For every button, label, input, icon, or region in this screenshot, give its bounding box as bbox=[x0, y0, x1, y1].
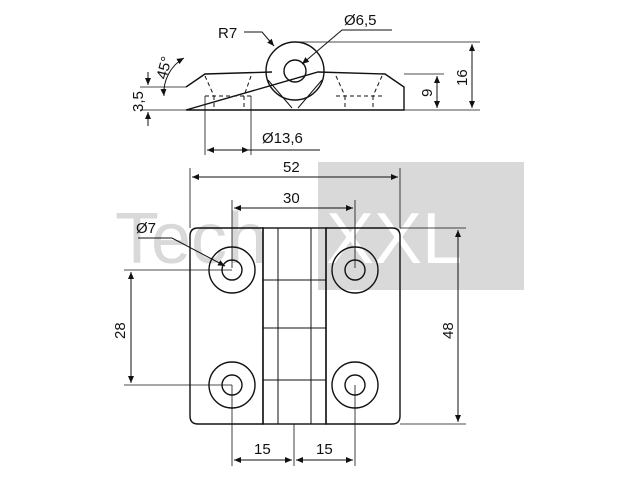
knuckle-circle bbox=[265, 41, 325, 101]
watermark-tech: Tech bbox=[115, 199, 267, 279]
front-hole-dia-leader bbox=[138, 237, 226, 267]
watermark: Tech XXL bbox=[115, 162, 524, 290]
thickness-label: 3,5 bbox=[130, 91, 147, 112]
angle-label: 45° bbox=[153, 55, 175, 81]
width-total-label: 52 bbox=[283, 159, 300, 176]
countersink-hidden-lines bbox=[204, 75, 384, 110]
watermark-xxl: XXL bbox=[326, 199, 462, 279]
r7-leader bbox=[244, 31, 275, 47]
height-small-label: 9 bbox=[419, 89, 436, 97]
hole-dia-label: Ø6,5 bbox=[344, 12, 377, 29]
knuckle-tangent-right bbox=[297, 79, 323, 109]
hole-spacing-label: 30 bbox=[283, 190, 300, 207]
top-view bbox=[185, 41, 405, 111]
vertical-spacing-label: 28 bbox=[112, 322, 129, 339]
front-view-dimensions bbox=[124, 168, 466, 466]
height-total-front-label: 48 bbox=[440, 322, 457, 339]
countersink-label: Ø13,6 bbox=[262, 130, 303, 147]
top-base-plate bbox=[185, 71, 405, 111]
hole-dia-leader bbox=[301, 29, 392, 65]
knuckle-strip bbox=[262, 227, 327, 425]
top-view-dimensions bbox=[140, 29, 480, 155]
left-leaf bbox=[189, 227, 264, 425]
height-total-label: 16 bbox=[454, 69, 471, 86]
knuckle-tangent-left bbox=[267, 79, 293, 109]
knuckle-hole bbox=[283, 59, 307, 83]
watermark-box bbox=[318, 162, 524, 290]
radius-label: R7 bbox=[218, 25, 237, 42]
bottom-left-label: 15 bbox=[254, 441, 271, 458]
angle-arc bbox=[160, 57, 185, 97]
right-leaf bbox=[325, 227, 401, 425]
front-hole-dia-label: Ø7 bbox=[136, 220, 156, 237]
bottom-right-label: 15 bbox=[316, 441, 333, 458]
